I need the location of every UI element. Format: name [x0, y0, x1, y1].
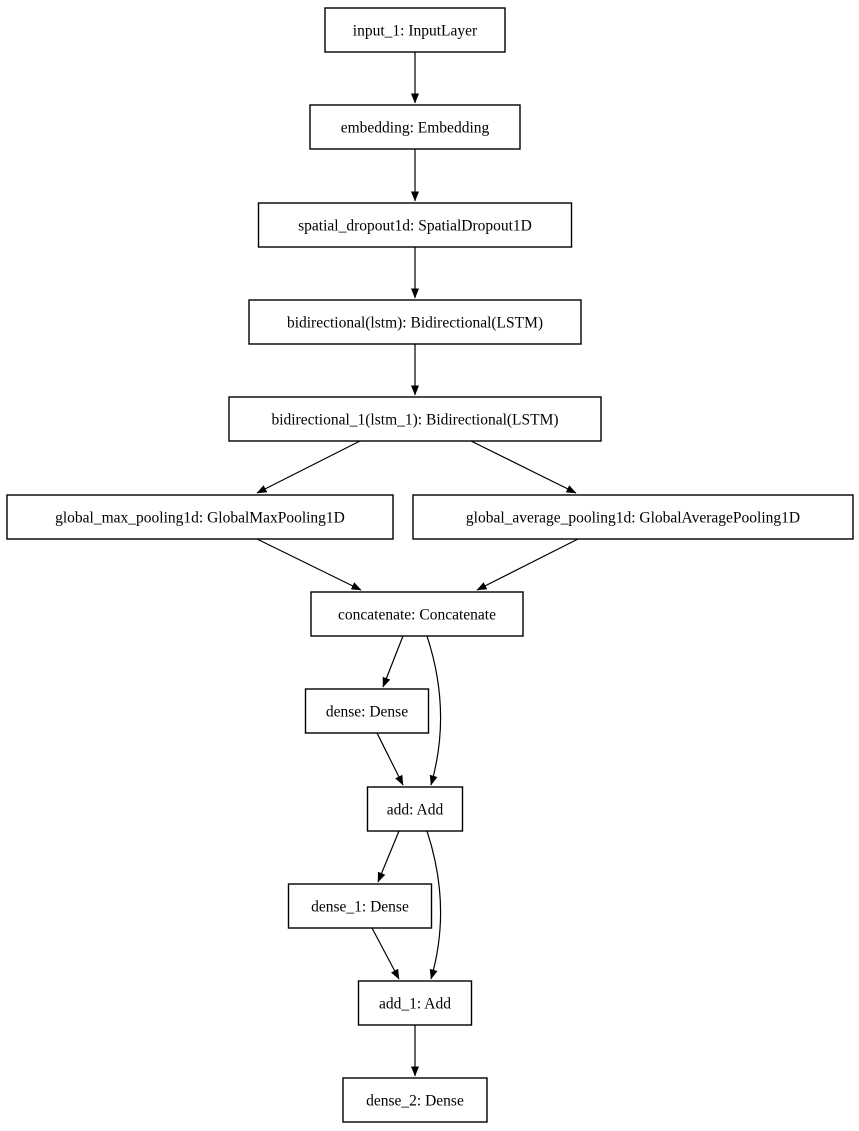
edge-global_average_pooling1d-to-concatenate [476, 538, 579, 591]
node-box-global_max_pooling1d [6, 494, 394, 540]
node-box-input_1 [324, 7, 506, 53]
edge-dense_1-to-add_1 [371, 927, 400, 980]
edge-concatenate-to-add [426, 635, 442, 786]
diagram-node-dense_2: dense_2: Dense [342, 1077, 488, 1123]
node-label-spatial_dropout1d: spatial_dropout1d: SpatialDropout1D [298, 218, 532, 235]
diagram-node-bidirectional_1: bidirectional_1(lstm_1): Bidirectional(L… [228, 396, 602, 442]
node-box-bidirectional_1 [228, 396, 602, 442]
node-label-concatenate: concatenate: Concatenate [338, 607, 496, 624]
diagram-node-dense: dense: Dense [304, 688, 430, 734]
node-box-add_1 [357, 980, 473, 1026]
node-box-dense_2 [342, 1077, 488, 1123]
diagram-node-embedding: embedding: Embedding [309, 104, 521, 150]
diagram-node-concatenate: concatenate: Concatenate [310, 591, 524, 637]
node-box-bidirectional [248, 299, 582, 345]
node-label-dense_1: dense_1: Dense [311, 899, 409, 916]
diagram-node-global_max_pooling1d: global_max_pooling1d: GlobalMaxPooling1D [6, 494, 394, 540]
node-box-add [366, 786, 464, 832]
edge-bidirectional_1-to-global_max_pooling1d [256, 440, 361, 494]
node-box-dense [304, 688, 430, 734]
node-box-embedding [309, 104, 521, 150]
diagram-node-add_1: add_1: Add [357, 980, 473, 1026]
edge-add-to-add_1 [426, 830, 442, 980]
nodes-layer: input_1: InputLayer embedding: Embedding s… [6, 7, 854, 1123]
node-label-dense_2: dense_2: Dense [366, 1093, 464, 1110]
edge-dense-to-add [376, 732, 404, 786]
node-label-dense: dense: Dense [326, 704, 408, 721]
node-label-input_1: input_1: InputLayer [353, 23, 478, 40]
edges-layer [256, 52, 579, 1077]
diagram-node-spatial_dropout1d: spatial_dropout1d: SpatialDropout1D [257, 202, 573, 248]
edge-add-to-dense_1 [377, 830, 400, 883]
diagram-node-bidirectional: bidirectional(lstm): Bidirectional(LSTM) [248, 299, 582, 345]
node-label-bidirectional: bidirectional(lstm): Bidirectional(LSTM) [287, 315, 543, 332]
node-label-global_average_pooling1d: global_average_pooling1d: GlobalAverageP… [466, 510, 800, 527]
edge-concatenate-to-dense [382, 635, 404, 688]
node-label-global_max_pooling1d: global_max_pooling1d: GlobalMaxPooling1D [55, 510, 345, 527]
diagram-node-global_average_pooling1d: global_average_pooling1d: GlobalAverageP… [412, 494, 854, 540]
node-box-spatial_dropout1d [257, 202, 573, 248]
diagram-node-add: add: Add [366, 786, 464, 832]
node-label-embedding: embedding: Embedding [341, 120, 490, 137]
node-label-add: add: Add [387, 802, 444, 819]
node-box-dense_1 [287, 883, 433, 929]
diagram-node-input_1: input_1: InputLayer [324, 7, 506, 53]
node-label-bidirectional_1: bidirectional_1(lstm_1): Bidirectional(L… [271, 412, 558, 429]
node-label-add_1: add_1: Add [379, 996, 451, 1013]
node-box-concatenate [310, 591, 524, 637]
diagram-node-dense_1: dense_1: Dense [287, 883, 433, 929]
edge-bidirectional_1-to-global_average_pooling1d [470, 440, 577, 494]
node-box-global_average_pooling1d [412, 494, 854, 540]
edge-global_max_pooling1d-to-concatenate [256, 538, 362, 591]
